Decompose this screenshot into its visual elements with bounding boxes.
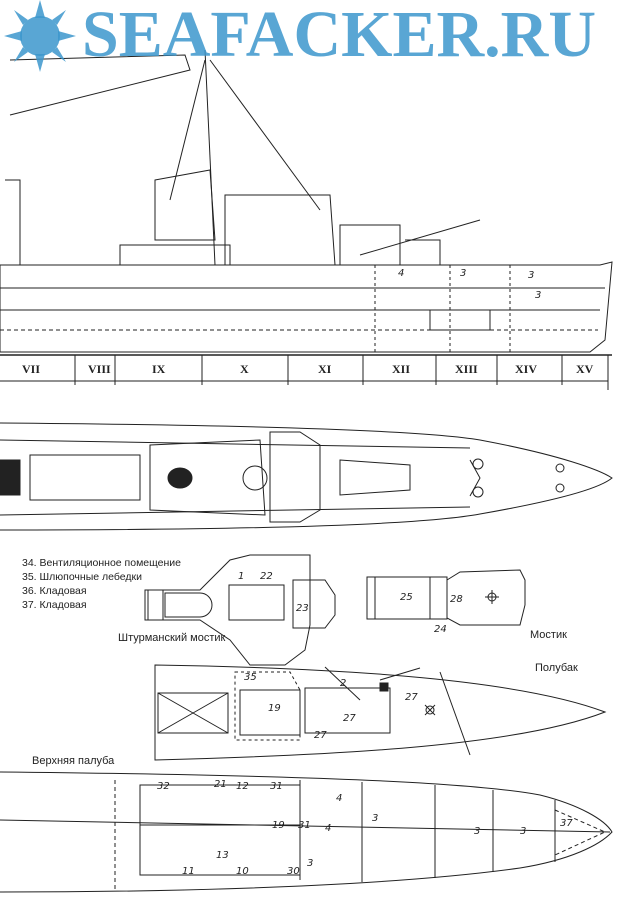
forecastle-number: 19 bbox=[268, 703, 281, 714]
forecastle-number: 35 bbox=[244, 672, 257, 683]
upper-deck-number: 4 bbox=[325, 823, 332, 834]
section-label: XIV bbox=[515, 362, 538, 376]
bridge-number: 24 bbox=[434, 624, 447, 635]
forecastle-title: Полубак bbox=[535, 662, 578, 674]
section-label: XII bbox=[392, 362, 411, 376]
forecastle-number: 27 bbox=[405, 692, 418, 703]
legend-item: 35. Шлюпочные лебедки bbox=[22, 571, 142, 583]
section-label: XIII bbox=[455, 362, 478, 376]
deck-plan bbox=[0, 422, 613, 531]
upper-deck-title: Верхняя палуба bbox=[32, 755, 115, 767]
bridge-number: 25 bbox=[400, 592, 413, 603]
upper-deck-number: 3 bbox=[520, 826, 527, 837]
bridge-plan bbox=[366, 569, 526, 626]
side-number: 4 bbox=[398, 268, 405, 279]
nav-bridge-plan bbox=[144, 554, 336, 666]
upper-deck-number: 4 bbox=[336, 793, 343, 804]
section-label: XV bbox=[576, 362, 594, 376]
forecastle-number: 2 bbox=[340, 678, 347, 689]
side-elevation bbox=[0, 49, 613, 353]
upper-deck-number: 13 bbox=[216, 850, 229, 861]
upper-deck-number: 31 bbox=[298, 820, 311, 831]
forecastle-number: 27 bbox=[343, 713, 356, 724]
section-label: VII bbox=[22, 362, 41, 376]
upper-deck-number: 30 bbox=[287, 866, 300, 877]
legend-item: 34. Вентиляционное помещение bbox=[22, 557, 182, 569]
upper-deck-number: 32 bbox=[157, 781, 170, 792]
side-number: 3 bbox=[535, 290, 542, 301]
section-label: X bbox=[240, 362, 249, 376]
nav-bridge-title: Штурманский мостик bbox=[118, 632, 226, 644]
section-label: VIII bbox=[88, 362, 111, 376]
bridge-title: Мостик bbox=[530, 629, 567, 641]
section-label: IX bbox=[152, 362, 166, 376]
forecastle-number: 27 bbox=[314, 730, 327, 741]
section-label: XI bbox=[318, 362, 332, 376]
upper-deck-number: 3 bbox=[307, 858, 314, 869]
upper-deck-number: 3 bbox=[372, 813, 379, 824]
bridge-number: 28 bbox=[450, 594, 463, 605]
upper-deck-plan bbox=[0, 771, 613, 893]
nav-bridge-number: 23 bbox=[296, 603, 309, 614]
upper-deck-number: 19 bbox=[272, 820, 285, 831]
forecastle-plan bbox=[154, 664, 607, 761]
upper-deck-number: 10 bbox=[236, 866, 249, 877]
side-number: 3 bbox=[528, 270, 535, 281]
side-number: 3 bbox=[460, 268, 467, 279]
legend-item: 36. Кладовая bbox=[22, 585, 87, 597]
nav-bridge-number: 22 bbox=[260, 571, 273, 582]
upper-deck-number: 31 bbox=[270, 781, 283, 792]
frame-scale bbox=[0, 354, 612, 390]
upper-deck-number: 21 bbox=[214, 779, 227, 790]
legend-item: 37. Кладовая bbox=[22, 599, 87, 611]
legend: 34. Вентиляционное помещение 35. Шлюпочн… bbox=[22, 556, 181, 612]
nav-bridge-number: 1 bbox=[238, 571, 245, 582]
upper-deck-number: 37 bbox=[560, 818, 573, 829]
upper-deck-number: 12 bbox=[236, 781, 249, 792]
upper-deck-number: 11 bbox=[182, 866, 195, 877]
upper-deck-number: 3 bbox=[474, 826, 481, 837]
watermark: SEAFACKER.RU bbox=[82, 0, 596, 71]
